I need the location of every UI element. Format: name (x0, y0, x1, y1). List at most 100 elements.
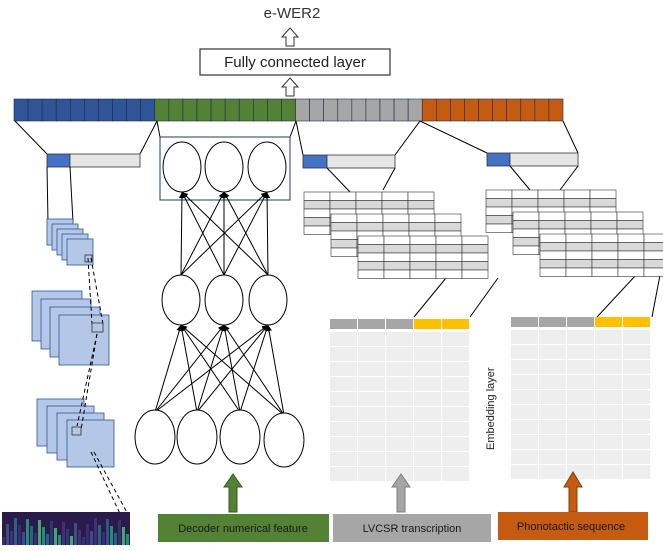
embedding-header-cell (567, 317, 594, 327)
embedding-table-cell (512, 220, 540, 230)
concat-cell (224, 98, 240, 122)
embedding-header-cell (330, 319, 357, 329)
fully-connected-layer-box (199, 48, 391, 76)
spectrogram-band (6, 524, 9, 545)
phonotactic-connectors (509, 165, 661, 318)
embedding-cell (386, 332, 413, 346)
spectrogram-band (26, 519, 29, 545)
embedding-table-cell (564, 211, 592, 221)
embedding-table-cell (591, 250, 619, 260)
embedding-table-cell (329, 200, 357, 210)
embedding-table-cell (643, 250, 663, 260)
embedding-cell (330, 467, 357, 481)
embedding-table-cell (435, 261, 463, 271)
spectrogram-band (30, 526, 33, 545)
embedding-table-cell (461, 261, 489, 271)
embedding-cell (539, 345, 566, 359)
embedding-table-cell (563, 189, 591, 199)
embedding-table-cell (565, 250, 593, 260)
embedding-table-cell (409, 261, 437, 271)
embedding-table-cell (589, 198, 617, 208)
embedding-cell (511, 360, 538, 374)
nn-edge (223, 191, 269, 276)
decoder-feature-label: Decoder numerical feature (178, 523, 308, 535)
embedding-table-cell (643, 233, 663, 243)
spectrogram-band (86, 524, 89, 545)
concat-cell (253, 98, 268, 122)
embedding-cell (442, 377, 469, 391)
embedding-cell (539, 360, 566, 374)
embedding-cell (623, 450, 650, 464)
spectrogram-band (74, 523, 77, 545)
nn-edge (180, 324, 285, 416)
embedding-table-cell (564, 220, 592, 230)
embedding-table-cell (565, 233, 593, 243)
embedding-cell (386, 452, 413, 466)
embedding-cell (567, 345, 594, 359)
embedding-table-cell (617, 250, 645, 260)
concat-cell (520, 98, 536, 122)
concat-cell (337, 98, 353, 122)
cnn-kernel-highlight (84, 254, 93, 263)
nn-edge (181, 191, 269, 276)
spectrogram-image (2, 512, 130, 545)
nn-neuron (162, 141, 202, 193)
embedding-cell (386, 392, 413, 406)
embedding-table-cell (382, 213, 410, 223)
embedding-cell (511, 465, 538, 479)
embedding-cell (623, 435, 650, 449)
embedding-cell (595, 420, 622, 434)
embedding-cell (595, 435, 622, 449)
embedding-cell (595, 390, 622, 404)
embedding-table-cell (616, 211, 644, 221)
embedding-cell (358, 392, 385, 406)
concat-cell (393, 98, 409, 122)
embedding-cell (511, 405, 538, 419)
concat-cell (13, 98, 29, 122)
nn-edge (239, 324, 270, 413)
spectrogram-band (98, 525, 101, 545)
embedding-table-cell (485, 223, 513, 233)
phonotactic-sequence-box (498, 512, 648, 540)
nn-edge (154, 324, 269, 413)
embedding-cell (386, 422, 413, 436)
embedding-table-cell (461, 252, 489, 262)
embedding-table-cell (512, 245, 540, 255)
embedding-cell (358, 347, 385, 361)
embedding-cell (442, 362, 469, 376)
embedding-table-cell (330, 230, 358, 240)
cnn-kernel-highlight (91, 322, 104, 333)
embedding-cell (330, 422, 357, 436)
embedding-cell (330, 452, 357, 466)
concat-cell (267, 98, 282, 122)
embedding-cell (330, 347, 357, 361)
concat-cell (98, 98, 113, 122)
embedding-table-cell (409, 269, 437, 279)
embedding-table-cell (303, 208, 331, 218)
concat-cell (436, 98, 451, 122)
concat-cell (421, 98, 437, 122)
embedding-table-cell (539, 250, 567, 260)
embedding-table-cell (512, 237, 540, 247)
embedding-table-cell (435, 269, 463, 279)
concat-cell (41, 98, 57, 122)
concat-cell (309, 98, 324, 122)
spectrogram-band (34, 533, 37, 545)
embedding-table-cell (357, 252, 385, 262)
embedding-table-cell (565, 267, 593, 277)
lvcsr-transcription-label: LVCSR transcription (363, 523, 462, 535)
embedding-cell (539, 375, 566, 389)
spectrogram-band (106, 519, 109, 545)
embedding-cell (511, 345, 538, 359)
embedding-cell (539, 465, 566, 479)
concat-cell (407, 98, 423, 122)
embedding-table-cell (355, 200, 383, 210)
embedding-table-cell (435, 252, 463, 262)
concat-cell (464, 98, 479, 122)
embedding-header-cell (511, 317, 538, 327)
spectrogram-band (50, 521, 53, 545)
embedding-table-cell (538, 220, 566, 230)
embedding-table-cell (357, 244, 385, 254)
embedding-cell (539, 405, 566, 419)
concat-cell (365, 98, 381, 122)
